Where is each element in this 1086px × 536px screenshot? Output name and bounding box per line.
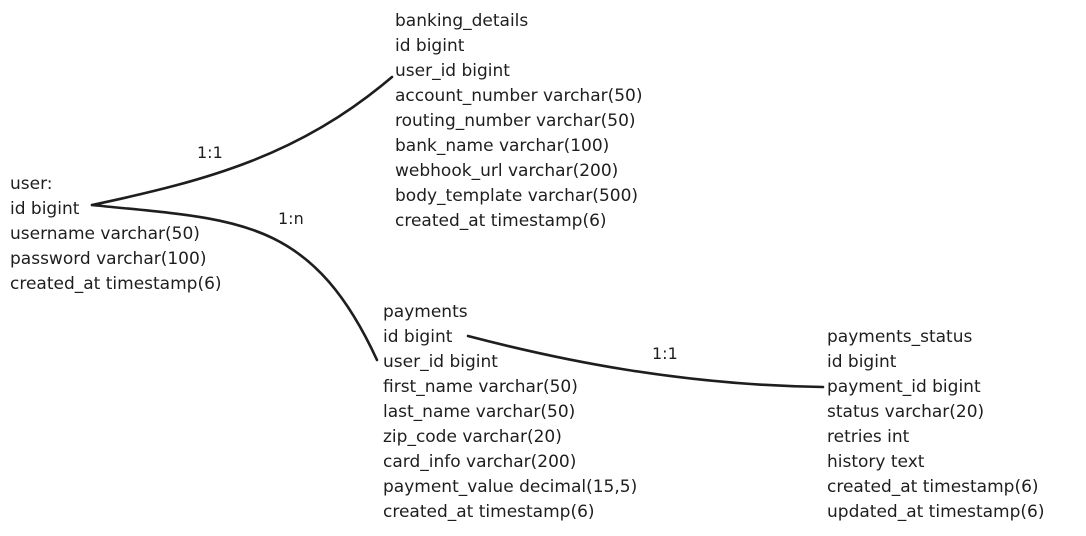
field-payments-created-at: created_at timestamp(6) [383, 502, 595, 522]
entity-payments-title: payments [383, 302, 468, 322]
field-status-status: status varchar(20) [827, 402, 985, 422]
field-payments-user-id: user_id bigint [383, 352, 498, 372]
field-banking-webhook-url: webhook_url varchar(200) [395, 161, 619, 181]
relationship-label-payments-status: 1:1 [652, 344, 678, 363]
field-user-id: id bigint [10, 199, 80, 219]
field-status-payment-id: payment_id bigint [827, 377, 981, 397]
field-payments-zip-code: zip_code varchar(20) [383, 427, 562, 447]
field-status-created-at: created_at timestamp(6) [827, 477, 1039, 497]
field-banking-bank-name: bank_name varchar(100) [395, 136, 610, 156]
field-banking-routing-number: routing_number varchar(50) [395, 111, 636, 131]
field-banking-body-template: body_template varchar(500) [395, 186, 639, 206]
field-user-password: password varchar(100) [10, 249, 207, 269]
entity-payments: payments id bigint user_id bigint first_… [383, 300, 637, 525]
field-status-id: id bigint [827, 352, 897, 372]
field-payments-payment-value: payment_value decimal(15,5) [383, 477, 638, 497]
entity-user: user: id bigint username varchar(50) pas… [10, 172, 222, 297]
field-payments-last-name: last_name varchar(50) [383, 402, 576, 422]
field-payments-id: id bigint [383, 327, 453, 347]
entity-user-title: user: [10, 174, 53, 194]
entity-banking-details-title: banking_details [395, 11, 529, 31]
field-user-created-at: created_at timestamp(6) [10, 274, 222, 294]
entity-banking-details: banking_details id bigint user_id bigint… [395, 9, 643, 234]
field-user-username: username varchar(50) [10, 224, 200, 244]
relationship-label-user-banking: 1:1 [197, 143, 223, 162]
field-banking-account-number: account_number varchar(50) [395, 86, 643, 106]
field-banking-created-at: created_at timestamp(6) [395, 211, 607, 231]
field-payments-card-info: card_info varchar(200) [383, 452, 577, 472]
entity-payments-status: payments_status id bigint payment_id big… [827, 325, 1044, 525]
field-status-retries: retries int [827, 427, 910, 447]
field-status-updated-at: updated_at timestamp(6) [827, 502, 1045, 522]
connector-payments-status [466, 334, 825, 389]
connector-user-banking [90, 75, 394, 207]
entity-payments-status-title: payments_status [827, 327, 973, 347]
field-banking-id: id bigint [395, 36, 465, 56]
field-banking-user-id: user_id bigint [395, 61, 510, 81]
connector-user-payments [90, 203, 379, 362]
field-payments-first-name: first_name varchar(50) [383, 377, 578, 397]
field-status-history: history text [827, 452, 925, 472]
relationship-label-user-payments: 1:n [278, 209, 304, 228]
